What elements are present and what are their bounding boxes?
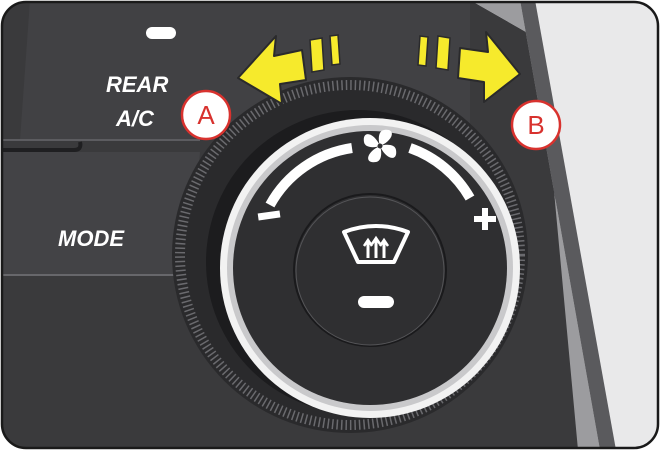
defrost-button-ring-highlight (295, 196, 445, 346)
defrost-button-ring[interactable] (293, 193, 447, 347)
callout-a: A (180, 89, 232, 141)
plus-icon (474, 208, 496, 230)
callout-b-label: B (527, 110, 544, 140)
clockwise-arrow-icon (417, 31, 521, 103)
fan-icon (363, 129, 397, 163)
callout-a-label: A (197, 100, 215, 130)
callout-b: B (510, 99, 562, 151)
rear-ac-label-line1: REAR (106, 72, 168, 97)
rear-defrost-icon (342, 224, 410, 264)
minus-icon (257, 210, 281, 221)
mode-label: MODE (58, 226, 125, 251)
knob-serration (175, 80, 525, 430)
fan-speed-arc-left (265, 143, 353, 208)
bezel-edge (470, 2, 600, 448)
temperature-knob[interactable] (172, 77, 528, 433)
fan-speed-arc-right (408, 143, 475, 201)
rear-ac-label-line2: A/C (115, 106, 155, 131)
counterclockwise-arrow-icon (237, 34, 341, 105)
knob-face (233, 131, 507, 405)
mode-button[interactable] (0, 152, 200, 275)
defrost-indicator-icon (358, 296, 394, 308)
indicator-light-icon (146, 27, 176, 39)
button-groove (2, 141, 83, 152)
